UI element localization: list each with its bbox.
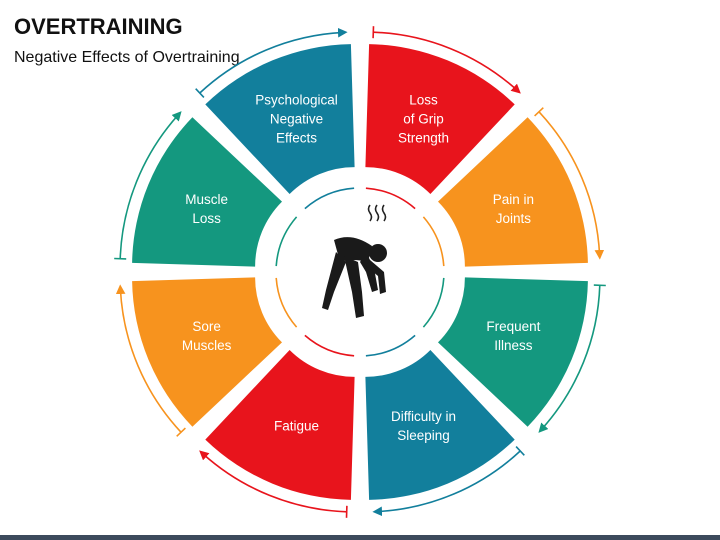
segment-label: Difficulty in Sleeping — [391, 409, 456, 443]
segment-label-line: Fatigue — [274, 418, 319, 433]
outer-arrow — [199, 450, 347, 513]
inner-ring-arc — [275, 277, 298, 328]
segment-label-line: Frequent — [486, 319, 540, 334]
outer-arrows-layer — [114, 26, 606, 518]
segment-label-line: Muscles — [182, 338, 232, 353]
inner-ring-arc — [365, 187, 416, 210]
segment-5 — [205, 350, 355, 500]
segment-label-line: Sleeping — [397, 428, 450, 443]
outer-arrow-tick — [515, 446, 525, 456]
segment-3 — [438, 277, 588, 427]
segment-label: Fatigue — [274, 418, 319, 433]
segment-8 — [205, 44, 355, 194]
inner-ring-arc — [422, 277, 445, 328]
segment-label-line: Effects — [276, 131, 317, 146]
segment-4 — [365, 350, 515, 500]
inner-ring-arc — [304, 334, 355, 357]
inner-ring-arc — [275, 216, 298, 267]
center-circle — [282, 194, 438, 350]
segment-label-line: Strength — [398, 131, 449, 146]
outer-arrow — [538, 111, 605, 260]
segment-label-line: Illness — [494, 338, 533, 353]
segment-label: Pain in Joints — [493, 192, 534, 226]
outer-arrow — [373, 31, 521, 94]
segment-label-line: Loss — [409, 93, 438, 108]
segment-7 — [132, 117, 282, 267]
segment-label-line: Pain in — [493, 192, 534, 207]
segment-1 — [365, 44, 515, 194]
segment-label-line: of Grip — [403, 112, 444, 127]
segment-label-line: Muscle — [185, 192, 228, 207]
segment-label-line: Loss — [192, 211, 221, 226]
segment-label-line: Psychological — [255, 93, 338, 108]
outer-arrow-tick — [195, 88, 205, 98]
outer-arrow — [115, 284, 182, 433]
segment-2 — [438, 117, 588, 267]
outer-arrow-tick — [176, 427, 186, 437]
exhausted-person-icon — [322, 204, 387, 318]
outer-arrow — [119, 111, 182, 259]
outer-arrow — [538, 285, 601, 433]
segment-label-line: Negative — [270, 112, 323, 127]
segment-label-line: Sore — [192, 319, 221, 334]
page-title: OVERTRAINING — [14, 14, 183, 39]
inner-ring-arc — [365, 334, 416, 357]
inner-ring-arc — [422, 216, 445, 267]
bottom-bar — [0, 535, 720, 540]
inner-ring-arc — [304, 187, 355, 210]
outer-arrow — [199, 27, 348, 94]
segment-label-line: Difficulty in — [391, 409, 456, 424]
outer-arrow-tick — [534, 107, 544, 117]
segment-6 — [132, 277, 282, 427]
page-subtitle: Negative Effects of Overtraining — [14, 49, 240, 66]
inner-rings-layer — [275, 187, 445, 357]
outer-arrow — [372, 450, 521, 517]
segment-label-line: Joints — [496, 211, 532, 226]
